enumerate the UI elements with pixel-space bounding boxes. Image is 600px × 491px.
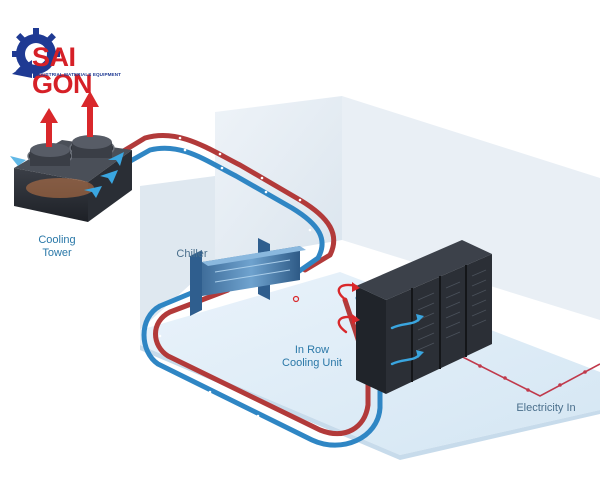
heat-arrow-icon <box>40 108 58 147</box>
brand-tagline: INDUSTRIAL MATERIALS EQUIPMENT <box>34 72 122 77</box>
pipe-flow-dots <box>158 136 312 422</box>
brand-logo: SAI GON INDUSTRIAL MATERIALS EQUIPMENT <box>6 20 121 98</box>
rack-group-front <box>356 286 386 394</box>
pipe-loop-chiller-inrow <box>141 279 383 448</box>
cold-pipe-room <box>141 279 383 448</box>
hot-pipe-room <box>153 287 371 437</box>
cooling-tower-label: Cooling Tower <box>28 234 86 260</box>
electricity-cable-ticks <box>453 351 587 392</box>
hot-pipe-tower <box>109 132 337 273</box>
cool-arrow-icon <box>10 156 26 166</box>
cool-intake-arrows <box>10 152 124 198</box>
room-side-wall <box>342 96 600 320</box>
chiller-body-top <box>202 246 306 266</box>
cooling-tower-side <box>88 150 132 222</box>
cold-pipe-tower <box>115 145 325 277</box>
rack-dividers <box>411 265 467 382</box>
heat-exhaust-arrows <box>40 91 99 147</box>
cooling-tower-heat-glow <box>26 178 94 198</box>
heat-arrow-icon <box>81 91 99 137</box>
rack-group-top <box>356 240 492 300</box>
cooling-tower <box>14 135 132 222</box>
pipe-loop-tower-chiller <box>109 132 337 277</box>
gear-icon <box>12 28 60 78</box>
electricity-label: Electricity In <box>516 402 576 414</box>
cooling-tower-label-line1: Cooling <box>38 234 76 246</box>
cool-arrow-icon <box>84 186 102 198</box>
brand-name: SAI GON <box>32 42 93 99</box>
rack-airflow-heads <box>352 282 424 358</box>
cooling-tower-label-line2: Tower <box>42 247 72 259</box>
chiller-frame-left <box>190 250 202 316</box>
rack-slots <box>417 269 487 351</box>
cool-arrow-icon <box>100 170 118 184</box>
chiller-unit <box>190 238 306 316</box>
room-left-wall <box>140 176 215 330</box>
chiller-indicator-icon <box>292 295 300 303</box>
in-row-cooling-label: In Row Cooling Unit <box>272 344 352 370</box>
cool-arrow-icon <box>108 152 124 166</box>
in-row-cooling-label-line1: In Row <box>294 344 330 356</box>
in-row-cooling-label-line2: Cooling Unit <box>282 357 342 369</box>
cooling-tower-front <box>14 168 88 222</box>
server-racks <box>337 240 492 394</box>
chiller-label: Chiller <box>176 248 208 260</box>
